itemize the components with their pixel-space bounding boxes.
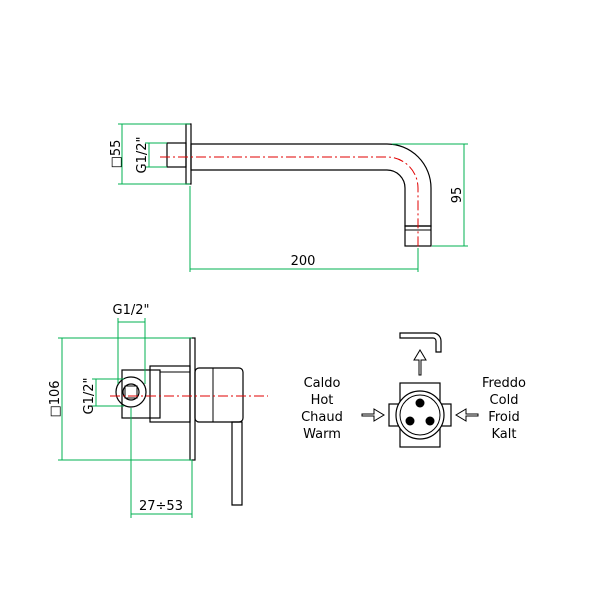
valve-body <box>121 369 161 419</box>
inlet-fitting <box>115 376 147 408</box>
valve-drawing: G1/2" G1/2" □106 27÷53 <box>48 303 268 518</box>
arrow-icon <box>413 349 427 376</box>
spout-icon <box>399 332 442 353</box>
plate-label: □106 <box>48 380 63 417</box>
valve-side-thread-dimension <box>92 378 124 407</box>
spout-pipe-outline <box>190 143 432 227</box>
spout-thread-label: G1/2" <box>135 137 150 174</box>
valve-side-thread-label: G1/2" <box>82 378 97 415</box>
height-label: 95 <box>450 187 465 204</box>
cartridge-hole <box>425 416 435 426</box>
spout-wall-flange <box>185 123 192 185</box>
cartridge-hole <box>415 398 425 408</box>
hot-label-fr: Chaud <box>301 410 343 425</box>
hot-label-it: Caldo <box>304 376 341 391</box>
depth-dimension <box>130 408 193 518</box>
cartridge-hole <box>405 416 415 426</box>
height-dimension <box>392 143 468 247</box>
cold-label-de: Kalt <box>492 427 517 442</box>
spout-drawing: □55 G1/2" 200 95 <box>109 123 468 272</box>
valve-lever <box>231 421 243 506</box>
valve-top-thread-label: G1/2" <box>113 303 150 318</box>
length-dimension <box>189 186 419 272</box>
spout-thread-dimension <box>145 142 167 168</box>
cold-label-fr: Froid <box>488 410 519 425</box>
valve-top-thread-dimension <box>117 318 146 384</box>
cartridge-disc <box>395 390 445 440</box>
flange-dimension <box>118 123 190 185</box>
spout-centerline <box>160 156 419 250</box>
spout-thread-connector <box>166 142 187 168</box>
depth-label: 27÷53 <box>139 499 183 514</box>
plate-dimension <box>58 337 192 461</box>
hot-label-en: Hot <box>311 393 334 408</box>
valve-body-collar <box>149 365 191 423</box>
valve-handle-cap <box>194 367 244 423</box>
cold-inlet-arrow-icon <box>455 408 479 422</box>
flange-label: □55 <box>109 140 124 169</box>
valve-wall-plate <box>189 337 196 461</box>
flow-schematic: Caldo Hot Chaud Warm Freddo Cold Froid K… <box>301 332 526 448</box>
length-label: 200 <box>291 254 316 269</box>
cold-label-en: Cold <box>490 393 519 408</box>
hot-inlet-arrow-icon <box>361 408 385 422</box>
hot-label-de: Warm <box>303 427 341 442</box>
cold-label-it: Freddo <box>482 376 526 391</box>
